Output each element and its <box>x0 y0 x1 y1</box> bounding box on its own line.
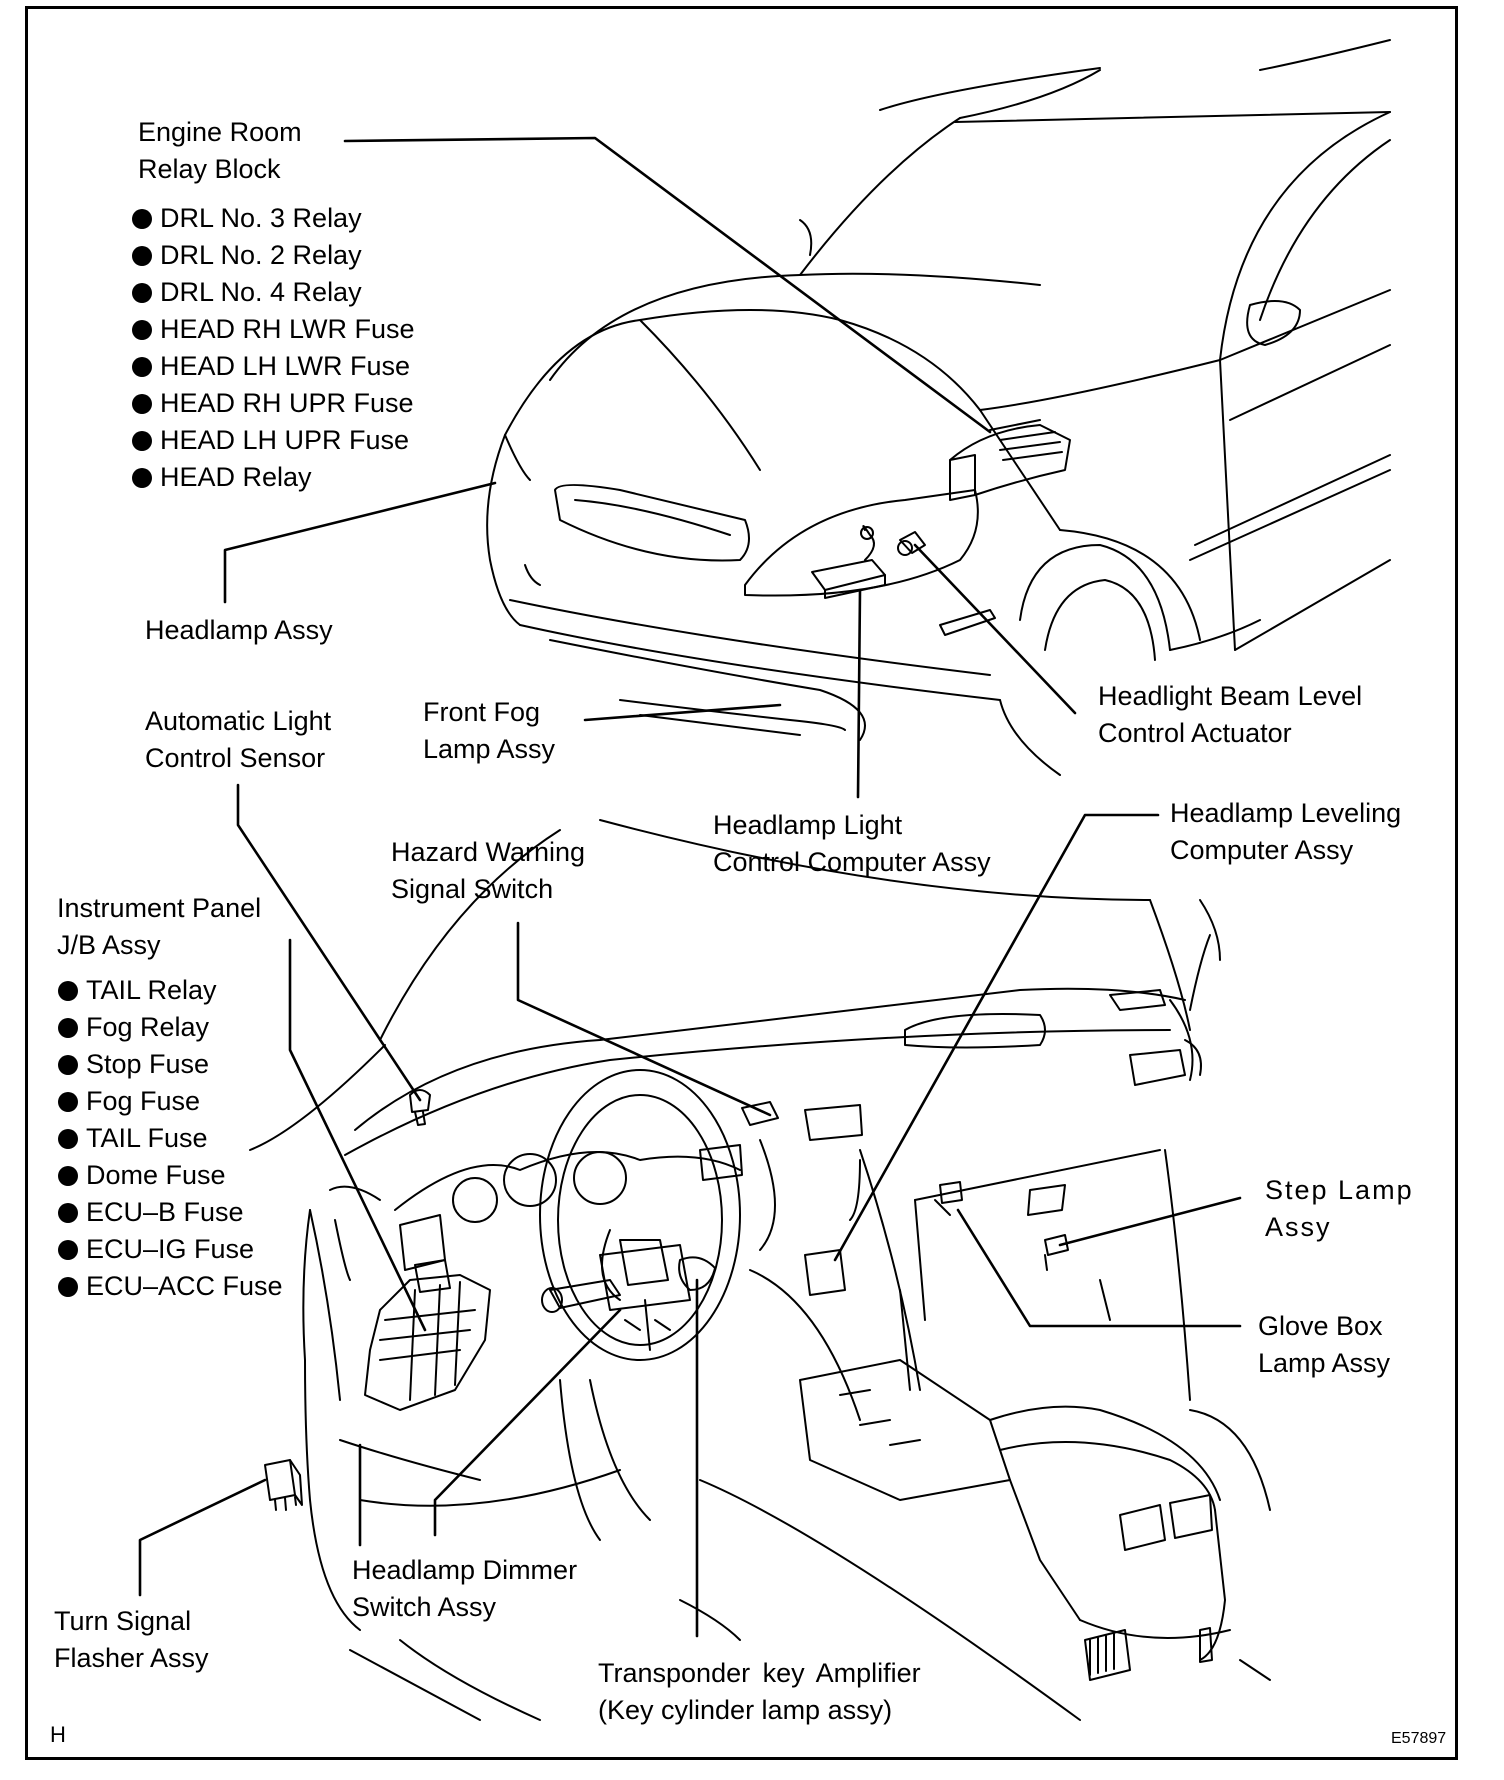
bullet-icon <box>132 209 152 229</box>
instrument-panel-jb-assy-label: Instrument Panel J/B Assy <box>57 893 262 960</box>
list-item: DRL No. 4 Relay <box>132 274 362 311</box>
list-item: HEAD LH UPR Fuse <box>132 422 409 459</box>
hazard-warning-signal-switch-label: Hazard Warning Signal Switch <box>391 837 586 904</box>
bullet-icon <box>58 1055 78 1075</box>
bullet-icon <box>58 1240 78 1260</box>
bullet-icon <box>132 468 152 488</box>
figure-border <box>25 6 1458 1760</box>
interior-drawing <box>249 819 1271 1721</box>
list-item: Stop Fuse <box>58 1046 209 1083</box>
list-item: TAIL Relay <box>58 972 217 1009</box>
bullet-icon <box>132 283 152 303</box>
figure-code: E57897 <box>1391 1730 1447 1747</box>
leader-lines <box>138 136 1242 1638</box>
headlamp-light-control-computer-assy-label: Headlamp Light Control Computer Assy <box>713 810 991 877</box>
list-item: DRL No. 3 Relay <box>132 200 362 237</box>
bullet-icon <box>58 1018 78 1038</box>
list-item: HEAD Relay <box>132 459 312 496</box>
relay-block-drawing <box>949 419 1071 501</box>
headlamp-assy-label: Headlamp Assy <box>145 615 333 645</box>
turn-signal-flasher-assy-label: Turn Signal Flasher Assy <box>54 1606 209 1673</box>
list-item: Dome Fuse <box>58 1157 226 1194</box>
automatic-light-control-sensor-label: Automatic Light Control Sensor <box>145 706 332 773</box>
headlamp-components-drawing <box>811 525 926 599</box>
bullet-icon <box>58 1092 78 1112</box>
bullet-icon <box>58 1166 78 1186</box>
list-item: HEAD RH UPR Fuse <box>132 385 414 422</box>
list-item: DRL No. 2 Relay <box>132 237 362 274</box>
bullet-icon <box>58 981 78 1001</box>
list-item: ECU–ACC Fuse <box>58 1268 283 1305</box>
list-item: HEAD RH LWR Fuse <box>132 311 415 348</box>
bullet-icon <box>58 1129 78 1149</box>
front-fog-lamp-assy-label: Front Fog Lamp Assy <box>423 697 556 764</box>
bullet-icon <box>132 431 152 451</box>
glove-box-lamp-assy-label: Glove Box Lamp Assy <box>1258 1311 1391 1378</box>
corner-letter: H <box>50 1722 66 1747</box>
transponder-key-amplifier-label: Transponder key Amplifier (Key cylinder … <box>598 1658 921 1725</box>
car-body-drawing <box>486 39 1391 776</box>
bullet-icon <box>132 246 152 266</box>
list-item: HEAD LH LWR Fuse <box>132 348 410 385</box>
step-lamp-assy-label: Step Lamp Assy <box>1265 1175 1414 1242</box>
list-item: Fog Fuse <box>58 1083 200 1120</box>
engine-room-relay-block-label: Engine Room Relay Block <box>138 117 302 184</box>
headlight-beam-level-control-actuator-label: Headlight Beam Level Control Actuator <box>1098 681 1363 748</box>
headlamp-dimmer-switch-assy-label: Headlamp Dimmer Switch Assy <box>352 1555 578 1622</box>
list-item: Fog Relay <box>58 1009 209 1046</box>
bullet-icon <box>132 357 152 377</box>
headlamp-leveling-computer-assy-label: Headlamp Leveling Computer Assy <box>1170 798 1402 865</box>
bullet-icon <box>132 394 152 414</box>
list-item: TAIL Fuse <box>58 1120 208 1157</box>
list-item: ECU–B Fuse <box>58 1194 244 1231</box>
list-item: ECU–IG Fuse <box>58 1231 254 1268</box>
bullet-icon <box>58 1277 78 1297</box>
bullet-icon <box>58 1203 78 1223</box>
bullet-icon <box>132 320 152 340</box>
